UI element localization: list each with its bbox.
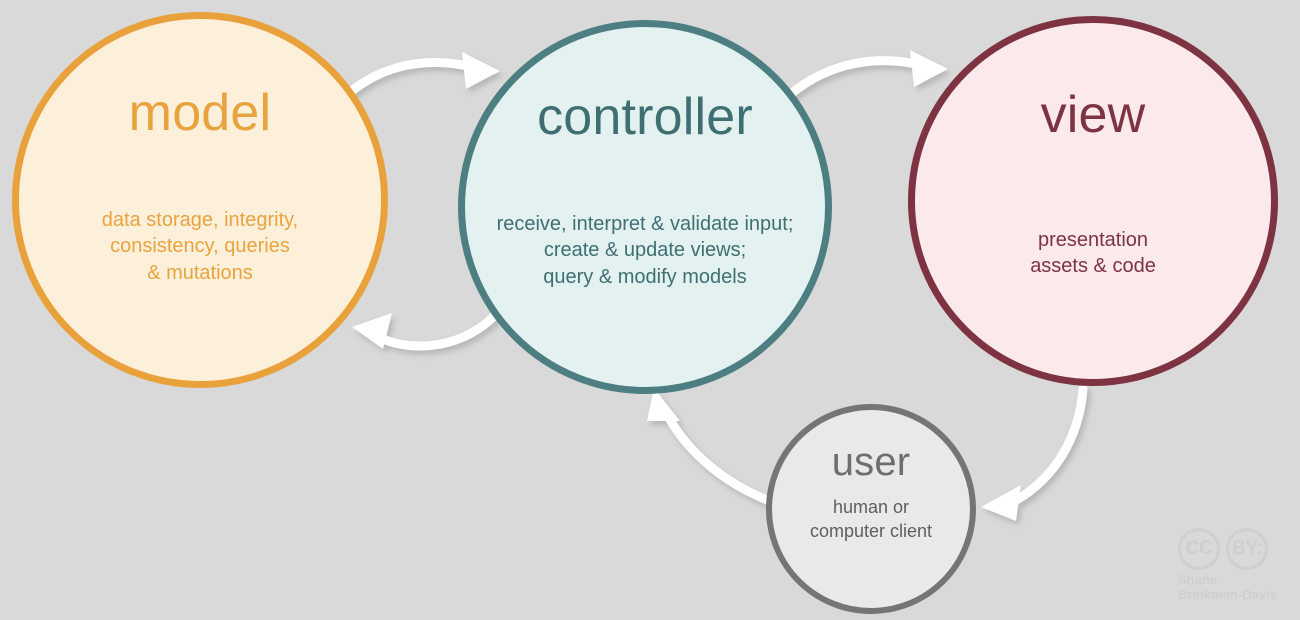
attribution-by-icon: BY: <box>1226 528 1268 570</box>
arrow-controller-to-view <box>787 50 948 98</box>
node-controller-description: receive, interpret & validate input; cre… <box>496 213 794 288</box>
arrow-user-to-controller <box>647 388 780 508</box>
node-controller-title: controller <box>537 88 753 146</box>
node-controller[interactable]: controller receive, interpret & validate… <box>458 20 832 394</box>
node-view[interactable]: view presentation assets & code <box>908 16 1278 386</box>
node-user-description: human or computer client <box>809 497 933 541</box>
node-user[interactable]: user human or computer client <box>766 404 976 614</box>
node-view-title: view <box>1040 86 1146 144</box>
node-model[interactable]: model data storage, integrity, consisten… <box>12 12 388 388</box>
arrow-model-to-controller <box>342 52 500 100</box>
author-last-name: Brinkman-Davis <box>1178 586 1277 602</box>
attribution-badge: CC BY: Shane Brinkman-Davis <box>1178 528 1290 612</box>
node-user-title: user <box>831 440 911 484</box>
arrow-view-to-user <box>981 384 1088 521</box>
node-model-title: model <box>128 84 272 142</box>
author-credit: Shane Brinkman-Davis <box>1178 572 1290 602</box>
author-first-name: Shane <box>1178 572 1218 587</box>
node-model-description: data storage, integrity, consistency, qu… <box>101 209 299 284</box>
node-view-description: presentation assets & code <box>1030 229 1156 278</box>
arrow-controller-to-model <box>352 308 502 351</box>
creative-commons-icon: CC <box>1178 528 1220 570</box>
creative-commons-marks: CC BY: <box>1178 528 1290 570</box>
